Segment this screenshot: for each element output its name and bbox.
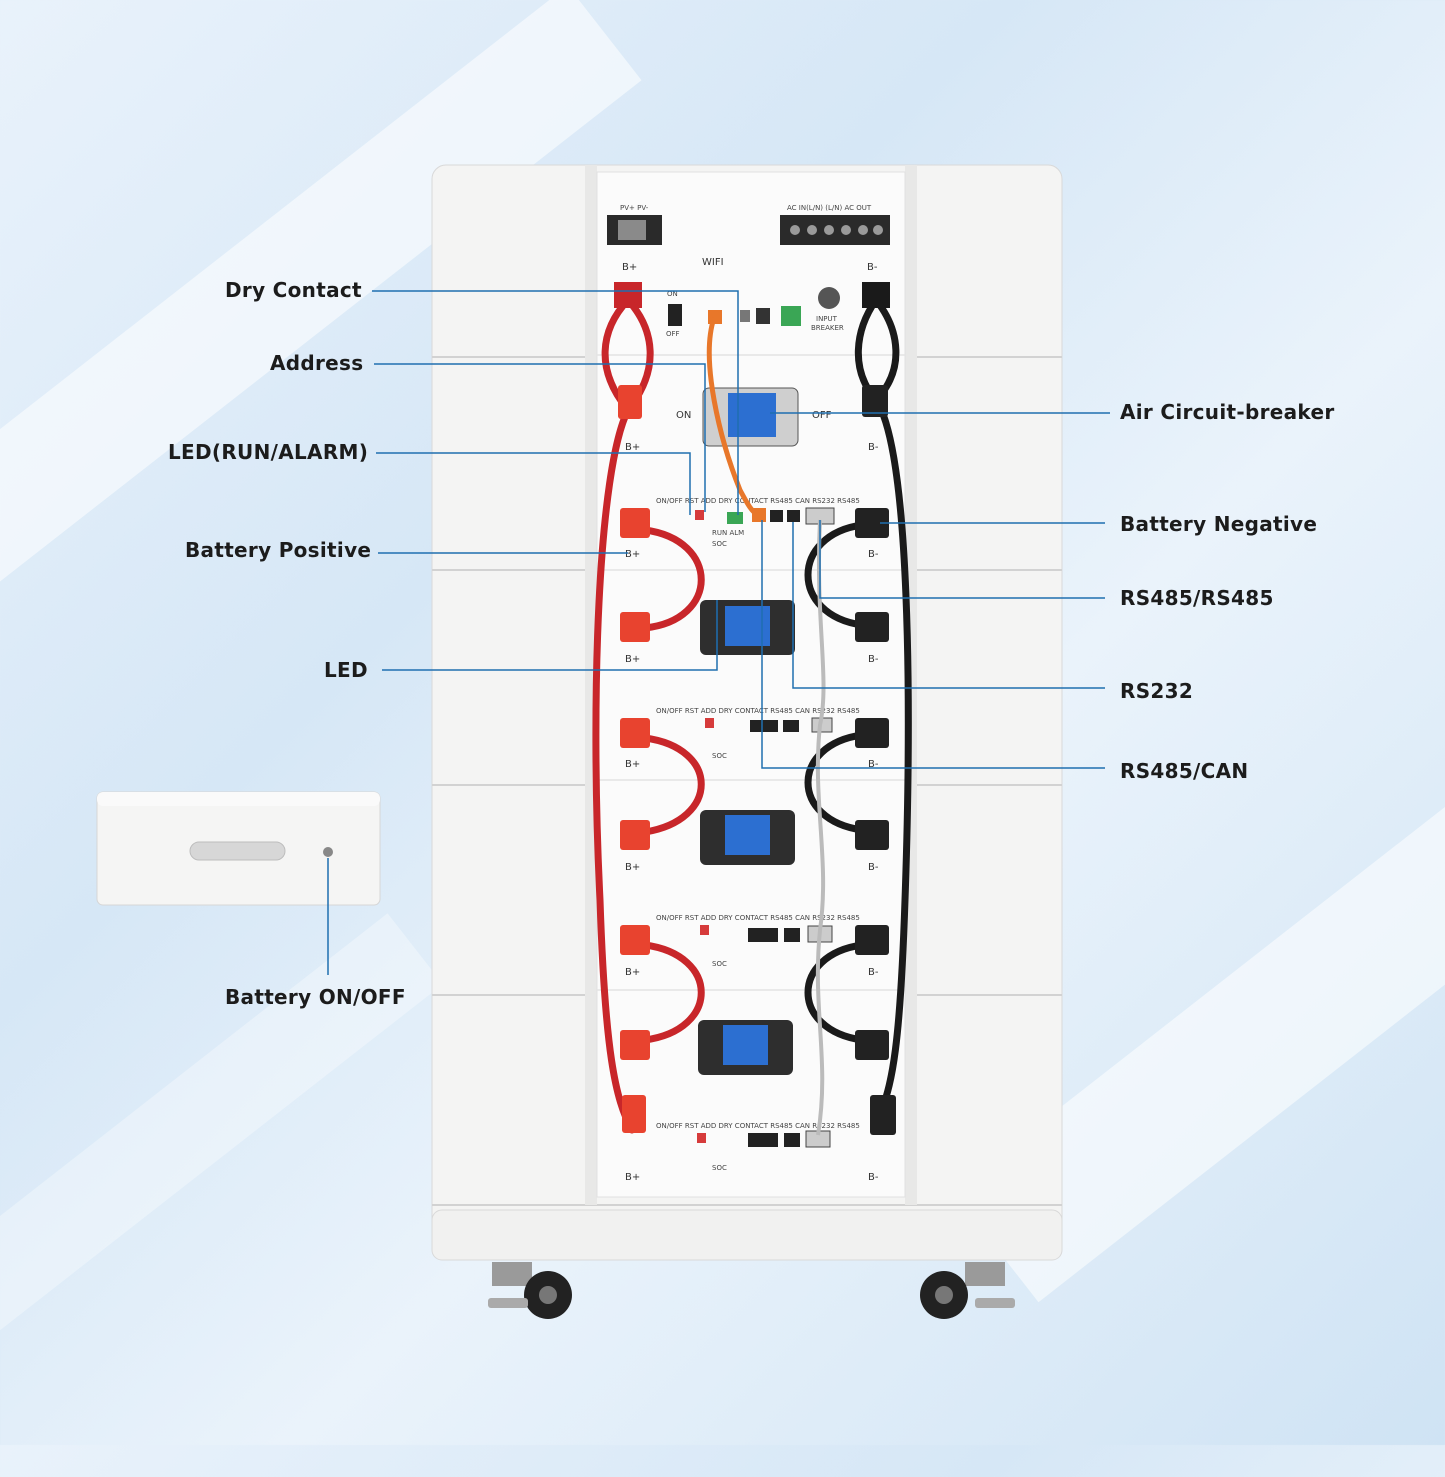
ac-label: AC IN(L/N) (L/N) AC OUT [787, 204, 872, 212]
svg-text:ON/OFF RST ADD DRY CONTACT R: ON/OFF RST ADD DRY CONTACT RS485 CAN RS2… [656, 707, 860, 715]
svg-text:SOC: SOC [712, 540, 727, 548]
port-row-4: ON/OFF RST ADD DRY CONTACT RS485 CAN RS2… [656, 1122, 860, 1172]
breaker-label: BREAKER [811, 324, 844, 332]
callout-led-run-alarm: LED(RUN/ALARM) [168, 440, 369, 464]
breaker-module-1: ON OFF [676, 387, 832, 447]
svg-text:OFF: OFF [812, 410, 832, 421]
svg-text:B+: B+ [625, 549, 640, 560]
wifi-label: WIFI [702, 257, 724, 268]
input-breaker-knob [818, 287, 840, 309]
svg-text:ON/OFF RST ADD DRY CONTACT R: ON/OFF RST ADD DRY CONTACT RS485 CAN RS2… [656, 1122, 860, 1130]
svg-text:B+: B+ [625, 862, 640, 873]
callout-lines [327, 290, 1110, 975]
bplus-label: B+ [622, 262, 637, 273]
battery-system-illustration: PV+ PV- AC IN(L/N) (L/N) AC OUT WIFI ON … [96, 164, 1110, 1319]
module-terminal-labels: B+ B- B+ B- B+ B- B+ B- B+ B- B+ B- B+ B- [625, 442, 879, 1183]
battery-module-inset [96, 791, 381, 906]
negative-connectors [855, 385, 896, 1135]
input-label: INPUT [816, 315, 838, 323]
svg-text:B+: B+ [625, 1172, 640, 1183]
positive-cables [592, 296, 705, 1134]
svg-text:ON/OFF RST ADD DRY CONTACT R: ON/OFF RST ADD DRY CONTACT RS485 CAN RS2… [656, 914, 860, 922]
callout-rs485-rs485: RS485/RS485 [1120, 586, 1274, 610]
callout-battery-negative: Battery Negative [1120, 512, 1318, 536]
svg-text:B-: B- [868, 967, 879, 978]
battery-on-off-button [323, 847, 333, 857]
svg-text:B-: B- [868, 442, 879, 453]
svg-text:B+: B+ [625, 442, 640, 453]
callout-battery-positive: Battery Positive [185, 538, 372, 562]
svg-text:B-: B- [868, 654, 879, 665]
power-switch [668, 304, 682, 326]
callout-rs232: RS232 [1120, 679, 1194, 703]
svg-text:RUN ALM: RUN ALM [712, 529, 744, 537]
switch-off-label: OFF [666, 330, 680, 338]
svg-text:B-: B- [868, 1172, 879, 1183]
svg-text:ON/OFF RST ADD DRY CONTACT R: ON/OFF RST ADD DRY CONTACT RS485 CAN RS2… [656, 497, 860, 505]
callout-address: Address [270, 351, 364, 375]
svg-text:B-: B- [868, 862, 879, 873]
pv-terminal-block: PV+ PV- [607, 204, 662, 245]
callout-dry-contact: Dry Contact [225, 278, 362, 302]
svg-text:B-: B- [868, 549, 879, 560]
cabinet-base [431, 1209, 1063, 1319]
svg-text:B-: B- [868, 759, 879, 770]
breaker-module-2 [700, 600, 795, 655]
svg-text:SOC: SOC [712, 1164, 727, 1172]
pv-label: PV+ PV- [620, 204, 649, 212]
grey-comm-cable [815, 519, 826, 1136]
svg-text:B+: B+ [625, 654, 640, 665]
port-row-1: ON/OFF RST ADD DRY CONTACT RS485 CAN RS2… [656, 497, 860, 548]
positive-connectors [618, 385, 650, 1133]
svg-text:B+: B+ [625, 759, 640, 770]
ac-terminal-block: AC IN(L/N) (L/N) AC OUT [780, 204, 890, 245]
svg-text:ON: ON [676, 410, 691, 421]
dry-contact-terminal [781, 306, 801, 326]
orange-comm-cable [706, 317, 760, 518]
svg-text:SOC: SOC [712, 960, 727, 968]
negative-cables [804, 296, 912, 1114]
switch-on-label: ON [667, 290, 678, 298]
breaker-module-4 [698, 1020, 793, 1075]
bminus-label: B- [867, 262, 878, 273]
breaker-module-3 [700, 810, 795, 865]
callout-battery-on-off: Battery ON/OFF [225, 985, 406, 1009]
callout-air-circuit-breaker: Air Circuit-breaker [1120, 400, 1335, 424]
callout-led: LED [324, 658, 368, 682]
callout-rs485-can: RS485/CAN [1120, 759, 1249, 783]
svg-text:SOC: SOC [712, 752, 727, 760]
svg-text:B+: B+ [625, 967, 640, 978]
